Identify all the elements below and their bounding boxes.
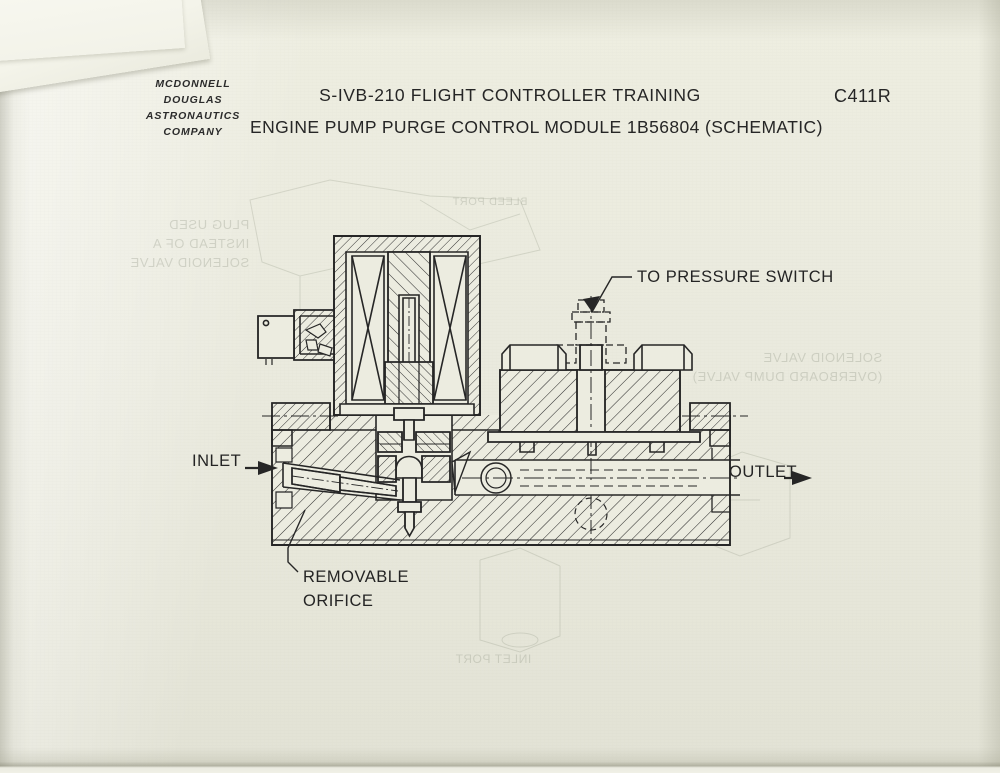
solenoid-coil-left: [351, 255, 385, 401]
company-line-1: MCDONNELL: [155, 78, 231, 90]
page-right-edge-shadow: [978, 0, 1000, 773]
callout-removable-orifice-line-2: ORIFICE: [303, 592, 374, 610]
company-logotype: MCDONNELL DOUGLAS ASTRONAUTICS COMPANY: [128, 76, 258, 140]
solenoid-assembly: [333, 235, 481, 416]
callout-removable-orifice-line-1: REMOVABLE: [303, 568, 409, 586]
company-line-3: ASTRONAUTICS: [145, 110, 241, 122]
body-top-flanges: [262, 402, 748, 447]
callout-to-pressure-switch: TO PRESSURE SWITCH: [637, 268, 834, 286]
electrical-connector: [257, 309, 335, 365]
company-line-2: DOUGLAS: [163, 94, 223, 106]
solenoid-coil-right: [433, 255, 467, 401]
inlet-passage-and-orifice: [275, 447, 472, 509]
callout-inlet: INLET: [192, 452, 242, 470]
callout-removable-orifice: REMOVABLE ORIFICE: [303, 565, 409, 613]
valve-poppet-assembly: [375, 407, 453, 538]
inlet-arrow: [245, 461, 278, 475]
page-title: S-IVB-210 FLIGHT CONTROLLER TRAINING ENG…: [250, 84, 823, 138]
body-upper-land: [329, 415, 500, 431]
outlet-arrow: [784, 471, 812, 485]
page-left-edge-shadow: [0, 0, 30, 773]
outlet-passage: [454, 448, 740, 540]
company-line-4: COMPANY: [163, 126, 223, 138]
leader-lines: [287, 276, 632, 573]
page-code-label: C411R: [834, 86, 892, 106]
hex-nut-left: [501, 344, 567, 371]
pressure-switch-block: [487, 296, 701, 480]
hex-nut-right: [633, 344, 693, 371]
callout-outlet: OUTLET: [729, 463, 798, 481]
title-line-primary: S-IVB-210 FLIGHT CONTROLLER TRAINING: [319, 85, 701, 105]
page-bottom-edge: [0, 747, 1000, 773]
page-top-shadow: [130, 0, 1000, 40]
title-line-secondary: ENGINE PUMP PURGE CONTROL MODULE 1B56804…: [250, 117, 823, 137]
